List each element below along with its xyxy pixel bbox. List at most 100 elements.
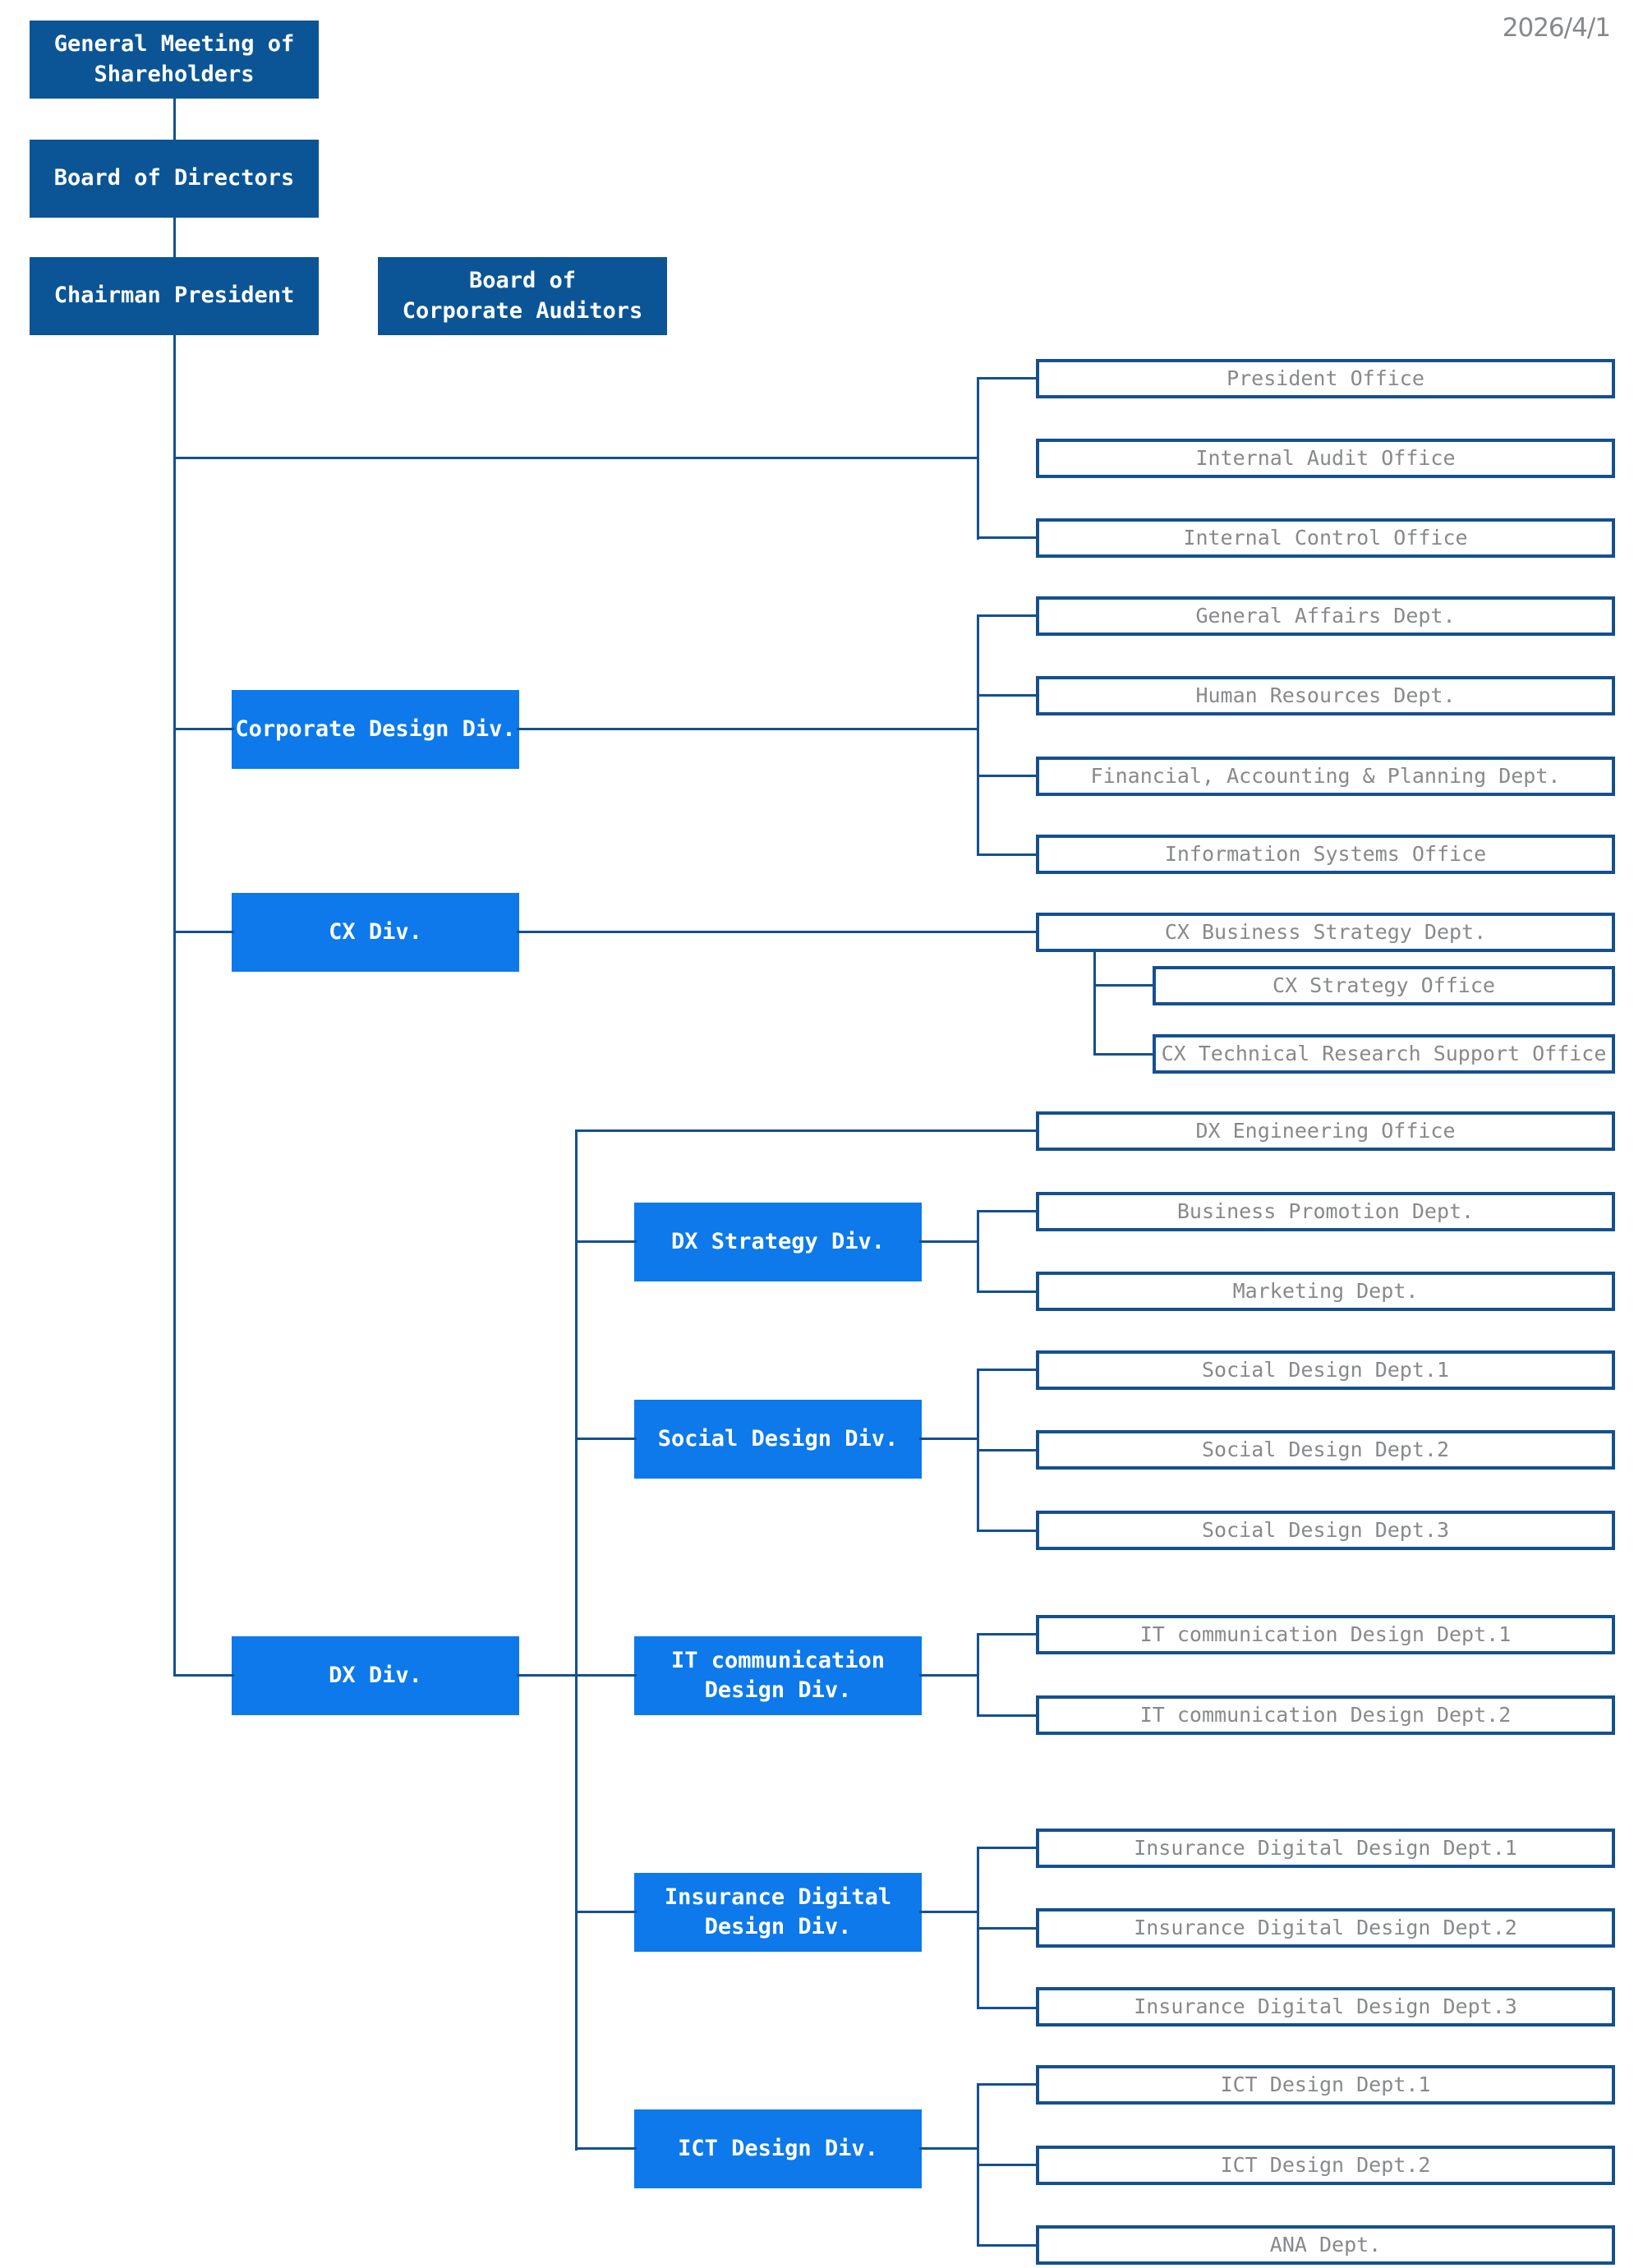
node-label: Social Design Div.	[657, 1425, 899, 1451]
node-corporate-design-div: Corporate Design Div.	[232, 690, 519, 769]
node-label: Human Resources Dept.	[1195, 683, 1456, 707]
node-label: ICT Design Div.	[678, 2135, 878, 2161]
date-label: 2026/4/1	[1502, 13, 1611, 43]
node-marketing-dept: Marketing Dept.	[1036, 1272, 1615, 1311]
node-label: Chairman President	[53, 283, 295, 309]
connector-line	[173, 218, 176, 257]
connector-line	[919, 2147, 979, 2150]
connector-line	[977, 1369, 1038, 1371]
node-cx-div: CX Div.	[232, 893, 519, 972]
node-cx-business-strategy-dept: CX Business Strategy Dept.	[1036, 913, 1615, 952]
node-social-design-dept-1: Social Design Dept.1	[1036, 1350, 1615, 1390]
node-board-of-corporate-auditors: Board of Corporate Auditors	[378, 257, 667, 335]
node-social-design-dept-2: Social Design Dept.2	[1036, 1430, 1615, 1470]
node-label: Corporate Design Div.	[235, 715, 516, 742]
node-label: IT communication Design Div.	[670, 1647, 886, 1703]
node-label: Internal Audit Office	[1195, 446, 1456, 470]
connector-line	[575, 1911, 637, 1913]
node-insurance-digital-design-dept-2: Insurance Digital Design Dept.2	[1036, 1908, 1615, 1948]
node-label: Insurance Digital Design Div.	[664, 1884, 892, 1939]
node-label: ICT Design Dept.1	[1220, 2072, 1431, 2096]
connector-line	[517, 1674, 637, 1677]
node-label: Board of Directors	[53, 165, 295, 191]
node-label: General Affairs Dept.	[1195, 604, 1456, 628]
node-label: IT communication Design Dept.1	[1139, 1622, 1512, 1646]
node-internal-audit-office: Internal Audit Office	[1036, 439, 1615, 478]
connector-line	[919, 1674, 979, 1677]
node-label: ICT Design Dept.2	[1220, 2153, 1431, 2177]
connector-line	[173, 99, 176, 140]
connector-line	[1093, 952, 1096, 1056]
connector-line	[977, 1210, 1038, 1212]
connector-line	[977, 2164, 1038, 2166]
node-general-meeting-of-shareholders: General Meeting of Shareholders	[30, 21, 319, 99]
connector-line	[919, 1438, 979, 1440]
node-label: ANA Dept.	[1269, 2233, 1382, 2256]
connector-line	[517, 728, 979, 730]
node-label: Information Systems Office	[1164, 842, 1487, 866]
connector-line	[575, 1438, 637, 1440]
node-ana-dept: ANA Dept.	[1036, 2225, 1615, 2265]
node-ict-design-div: ICT Design Div.	[634, 2109, 922, 2188]
node-label: Social Design Dept.1	[1201, 1358, 1450, 1382]
node-label: DX Engineering Office	[1195, 1119, 1456, 1143]
node-label: IT communication Design Dept.2	[1139, 1703, 1512, 1727]
node-president-office: President Office	[1036, 359, 1615, 398]
node-dx-div: DX Div.	[232, 1636, 519, 1715]
node-it-communication-design-dept-2: IT communication Design Dept.2	[1036, 1695, 1615, 1735]
node-label: Insurance Digital Design Dept.2	[1134, 1916, 1517, 1939]
node-ict-design-dept-2: ICT Design Dept.2	[1036, 2146, 1615, 2185]
node-cx-technical-research-support-office: CX Technical Research Support Office	[1153, 1034, 1615, 1074]
node-dx-strategy-div: DX Strategy Div.	[634, 1203, 922, 1281]
connector-line	[173, 931, 234, 933]
node-human-resources-dept: Human Resources Dept.	[1036, 676, 1615, 715]
node-insurance-digital-design-dept-3: Insurance Digital Design Dept.3	[1036, 1987, 1615, 2026]
node-it-communication-design-div: IT communication Design Div.	[634, 1636, 922, 1715]
node-label: CX Business Strategy Dept.	[1164, 920, 1487, 944]
node-label: Social Design Dept.2	[1201, 1438, 1450, 1461]
connector-line	[977, 853, 1038, 856]
node-internal-control-office: Internal Control Office	[1036, 518, 1615, 558]
node-cx-strategy-office: CX Strategy Office	[1153, 966, 1615, 1005]
connector-line	[977, 2244, 1038, 2247]
connector-line	[1093, 984, 1155, 987]
node-social-design-div: Social Design Div.	[634, 1400, 922, 1479]
connector-line	[977, 1449, 1038, 1451]
connector-line	[977, 377, 1038, 380]
connector-line	[575, 1129, 1038, 1132]
connector-line	[575, 1129, 578, 2151]
node-information-systems-office: Information Systems Office	[1036, 835, 1615, 874]
node-label: Insurance Digital Design Dept.1	[1134, 1836, 1517, 1860]
node-chairman-president: Chairman President	[30, 257, 319, 335]
node-ict-design-dept-1: ICT Design Dept.1	[1036, 2065, 1615, 2105]
node-label: CX Technical Research Support Office	[1161, 1042, 1607, 1065]
connector-line	[977, 775, 1038, 777]
connector-line	[173, 728, 234, 730]
connector-line	[173, 335, 176, 1677]
node-label: Board of Corporate Auditors	[402, 268, 643, 324]
connector-line	[173, 457, 979, 459]
connector-line	[977, 1633, 1038, 1635]
node-label: CX Div.	[329, 918, 422, 945]
node-label: DX Div.	[329, 1662, 422, 1688]
connector-line	[977, 1714, 1038, 1717]
node-label: Business Promotion Dept.	[1176, 1199, 1475, 1223]
connector-line	[977, 694, 1038, 697]
connector-line	[977, 2083, 1038, 2086]
connector-line	[977, 614, 979, 856]
node-insurance-digital-design-div: Insurance Digital Design Div.	[634, 1873, 922, 1952]
connector-line	[977, 1210, 979, 1293]
connector-line	[919, 1911, 979, 1913]
node-label: CX Strategy Office	[1273, 973, 1495, 997]
node-label: General Meeting of Shareholders	[53, 31, 295, 87]
connector-line	[1093, 1053, 1155, 1056]
node-label: President Office	[1226, 366, 1424, 390]
connector-line	[977, 1530, 1038, 1532]
node-label: DX Strategy Div.	[670, 1228, 886, 1254]
connector-line	[919, 1240, 979, 1243]
node-label: Financial, Accounting & Planning Dept.	[1090, 764, 1561, 788]
connector-line	[173, 1674, 234, 1677]
node-it-communication-design-dept-1: IT communication Design Dept.1	[1036, 1615, 1615, 1654]
connector-line	[977, 1847, 1038, 1849]
